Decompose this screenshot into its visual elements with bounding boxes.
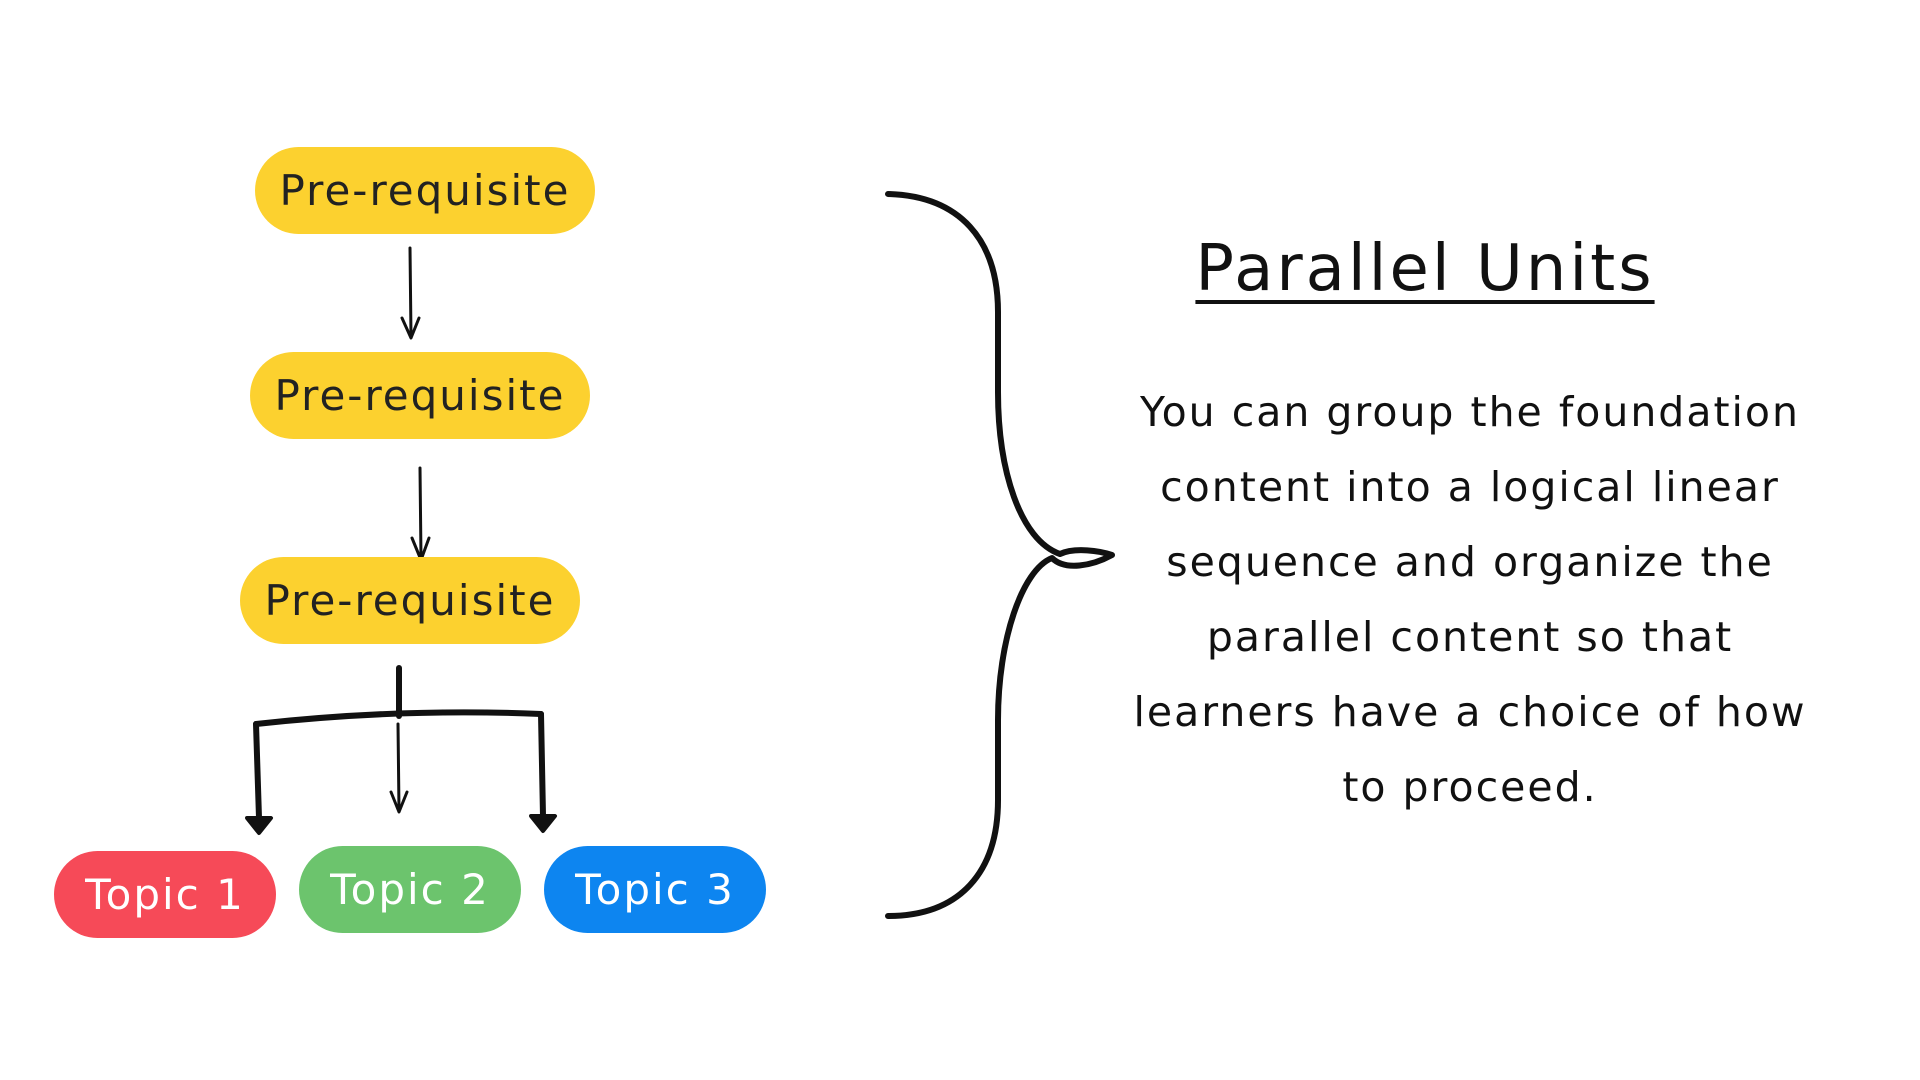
panel-title: Parallel Units (1195, 232, 1655, 306)
topic-label-2: Topic 2 (330, 865, 490, 914)
arrow-prereq-1-to-2 (408, 246, 413, 338)
branch-right-head (529, 814, 557, 833)
topic-label-1: Topic 1 (85, 870, 245, 919)
topic-node-1: Topic 1 (54, 851, 276, 938)
branch-left (253, 721, 262, 821)
branch-left-head (245, 816, 273, 835)
arrow-prereq-2-to-3 (418, 466, 423, 560)
branch-bar (253, 709, 544, 727)
branch-middle-head (389, 790, 409, 814)
prerequisite-label-3: Pre-requisite (264, 576, 556, 625)
branch-middle (396, 722, 401, 812)
branch-right (538, 711, 546, 819)
prerequisite-label-2: Pre-requisite (274, 371, 566, 420)
topic-label-3: Topic 3 (575, 865, 735, 914)
prerequisite-label-1: Pre-requisite (279, 166, 571, 215)
panel-description: You can group the foundation content int… (1133, 388, 1807, 811)
curly-brace (885, 191, 1115, 919)
topic-node-3: Topic 3 (544, 846, 766, 933)
prerequisite-node-3: Pre-requisite (240, 557, 580, 644)
prerequisite-node-1: Pre-requisite (255, 147, 595, 234)
arrow-head-1 (400, 316, 421, 340)
prerequisite-node-2: Pre-requisite (250, 352, 590, 439)
topic-node-2: Topic 2 (299, 846, 521, 933)
